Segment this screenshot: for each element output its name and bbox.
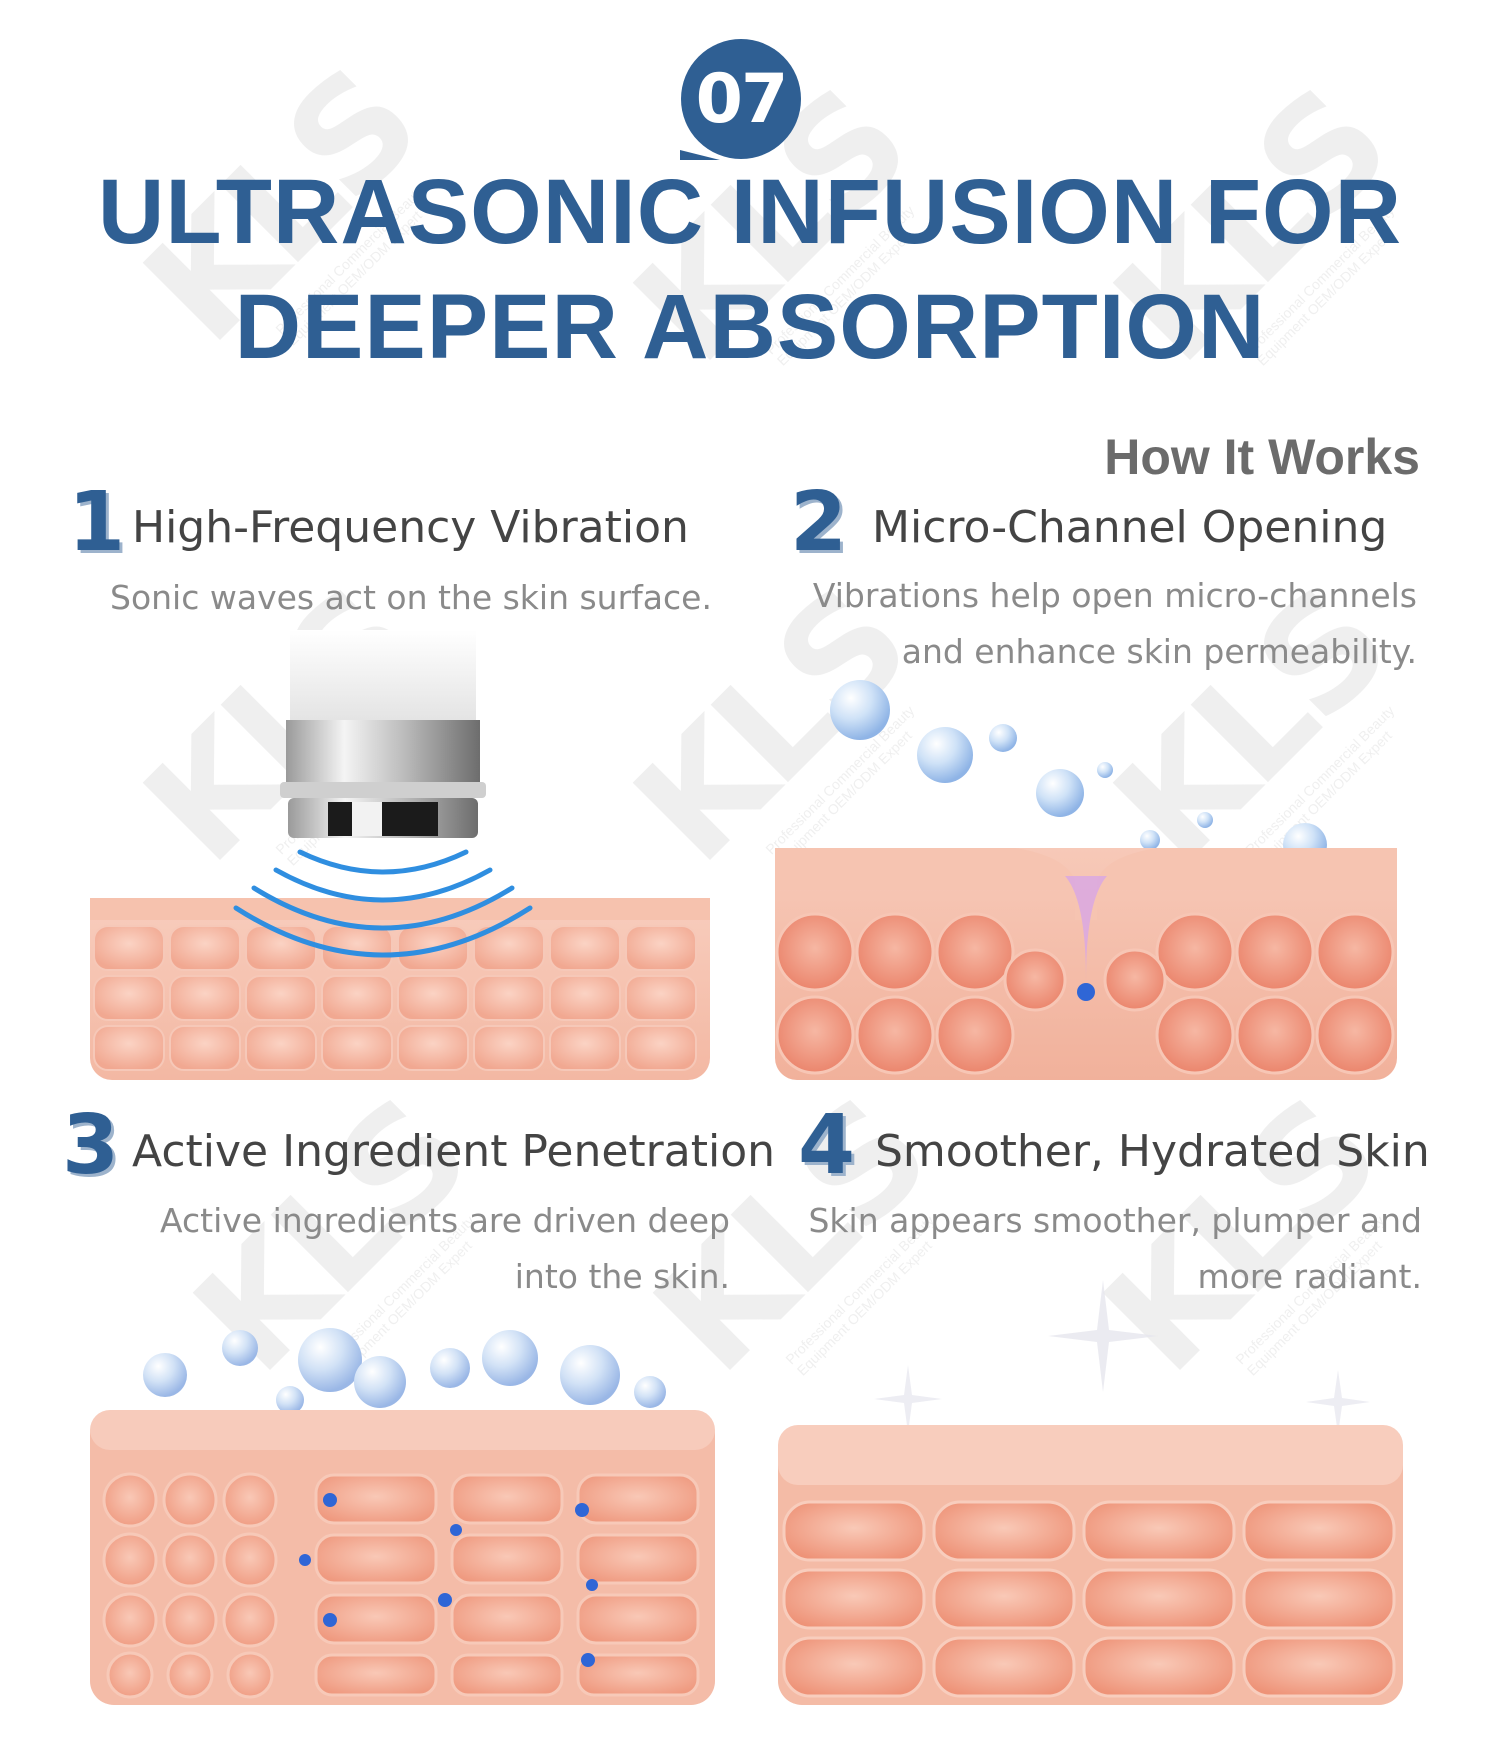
step-1-description: Sonic waves act on the skin surface.	[110, 578, 712, 617]
illustration-smoother-hydrated-skin	[778, 1280, 1403, 1705]
serum-droplet-icon	[299, 1493, 598, 1667]
step-2-number: 2	[790, 475, 848, 570]
badge-circle-icon	[680, 39, 801, 160]
illustration-active-ingredient-penetration	[90, 1320, 715, 1705]
cell-grid-3	[102, 1472, 700, 1699]
cell-grid-2	[775, 912, 1395, 1075]
step-2-title: Micro-Channel Opening	[872, 502, 1388, 553]
step-4-title: Smoother, Hydrated Skin	[875, 1126, 1430, 1177]
page-title-line-1: ULTRASONIC INFUSION FOR	[97, 161, 1403, 263]
cell-grid-4	[782, 1500, 1396, 1698]
active-ingredient-bubble-icon	[143, 1328, 666, 1414]
illustration-micro-channel-opening	[775, 680, 1397, 1080]
step-1-number: 1	[68, 475, 126, 570]
badge-number: 07	[695, 60, 789, 139]
step-2-description: Vibrations help open micro-channels and …	[812, 576, 1417, 671]
illustration-high-frequency-vibration	[90, 630, 710, 1080]
sonic-wave-icon	[233, 849, 533, 958]
section-heading: How It Works	[1104, 429, 1420, 485]
step-number-badge: 07	[680, 38, 802, 160]
step-1-title: High-Frequency Vibration	[132, 502, 689, 553]
serum-droplet-icon	[1077, 983, 1095, 1001]
step-3-number: 3	[62, 1098, 120, 1193]
step-3-description: Active ingredients are driven deep into …	[160, 1201, 730, 1296]
page-title-line-2: DEEPER ABSORPTION	[234, 276, 1266, 378]
water-droplet-icon	[830, 680, 1327, 867]
step-4-number: 4	[798, 1098, 856, 1193]
sparkle-icon	[874, 1280, 1370, 1434]
ultrasonic-device-icon	[280, 630, 486, 838]
step-3-title: Active Ingredient Penetration	[132, 1126, 776, 1177]
step-4-description: Skin appears smoother, plumper and more …	[808, 1201, 1422, 1296]
